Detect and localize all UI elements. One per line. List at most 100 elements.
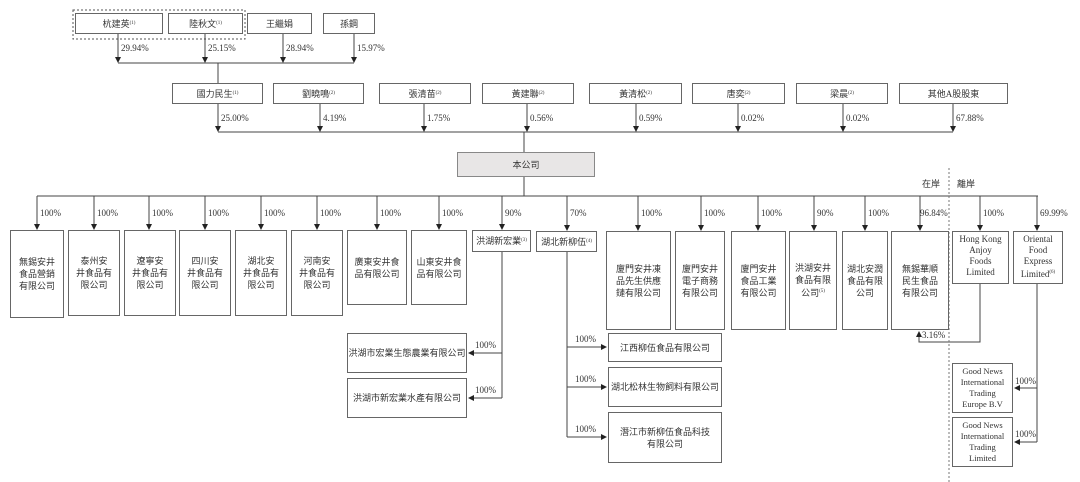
second-level-subsidiary-box: 江西柳伍食品有限公司 xyxy=(608,333,722,362)
company-name: 本公司 xyxy=(512,159,540,170)
shareholder-box: 孫鋼 xyxy=(323,13,375,34)
ownership-pct: 100% xyxy=(575,374,596,384)
subsidiary-box: 廈門安井 食品工業 有限公司 xyxy=(731,231,786,330)
footnote-marker: (2) xyxy=(329,90,335,96)
second-level-subsidiary-box: 洪湖市宏業生態農業有限公司 xyxy=(347,333,467,373)
subsidiary-name: 廈門安井 電子商務 有限公司 xyxy=(681,263,718,298)
subsidiary-box: 遼寧安 井食品有 限公司 xyxy=(124,230,176,316)
subsidiary-name: 湖北松林生物飼料有限公司 xyxy=(610,382,719,392)
subsidiary-box: 洪湖新宏業(3) xyxy=(472,230,531,252)
ownership-pct: 28.94% xyxy=(286,43,314,53)
ownership-pct: 100% xyxy=(380,208,401,218)
ownership-pct: 100% xyxy=(208,208,229,218)
footnote-marker: (1) xyxy=(216,20,222,26)
second-level-subsidiary-box: Good News International Trading Europe B… xyxy=(952,363,1013,413)
subsidiary-name: 湖北安 井食品有 限公司 xyxy=(242,256,279,290)
subsidiary-name: 泰州安 井食品有 限公司 xyxy=(75,256,112,290)
ownership-pct: 67.88% xyxy=(956,113,984,123)
subsidiary-box: 四川安 井食品有 限公司 xyxy=(179,230,231,316)
subsidiary-name: Hong Kong Anjoy Foods Limited xyxy=(959,234,1002,277)
footnote-marker: (4) xyxy=(586,238,592,244)
ownership-pct: 25.15% xyxy=(208,43,236,53)
shareholder-box: 國力民生(1) xyxy=(172,83,263,104)
subsidiary-name: Good News International Trading Limited xyxy=(960,420,1005,463)
ownership-pct: 15.97% xyxy=(357,43,385,53)
ownership-pct: 100% xyxy=(704,208,725,218)
subsidiary-box: 無錫華順 民生食品 有限公司 xyxy=(891,231,949,330)
footnote-marker: (2) xyxy=(744,90,751,96)
subsidiary-box: 湖北安 井食品有 限公司 xyxy=(235,230,287,316)
subsidiary-box: 湖北安潤 食品有限 公司 xyxy=(842,231,888,330)
ownership-pct: 100% xyxy=(983,208,1004,218)
ownership-pct: 100% xyxy=(641,208,662,218)
ownership-pct: 100% xyxy=(475,385,496,395)
ownership-pct: 100% xyxy=(442,208,463,218)
subsidiary-name: 洪湖新宏業 xyxy=(476,236,522,246)
second-level-subsidiary-box: Good News International Trading Limited xyxy=(952,417,1013,467)
shareholder-box: 唐奕(2) xyxy=(692,83,785,104)
second-level-subsidiary-box: 潛江市新柳伍食品科技 有限公司 xyxy=(608,412,722,463)
footnote-marker: (2) xyxy=(435,90,442,96)
ownership-pct: 90% xyxy=(817,208,834,218)
ownership-pct: 100% xyxy=(575,334,596,344)
footnote-marker: (1) xyxy=(232,90,239,96)
subsidiary-name: 無錫安井 食品營銷 有限公司 xyxy=(18,257,55,291)
ownership-pct: 100% xyxy=(761,208,782,218)
subsidiary-name: 湖北安潤 食品有限 公司 xyxy=(846,263,883,298)
ownership-pct: 100% xyxy=(320,208,341,218)
subsidiary-box: 廈門安井 電子商務 有限公司 xyxy=(675,231,725,330)
ownership-pct: 100% xyxy=(152,208,173,218)
subsidiary-box: 廈門安井凍 品先生供應 鏈有限公司 xyxy=(606,231,671,330)
footnote-marker: (2) xyxy=(848,90,854,96)
offshore-label: 離岸 xyxy=(957,179,976,189)
shareholder-box: 黃清松(2) xyxy=(589,83,682,104)
shareholder-name: 張清苗 xyxy=(408,88,436,99)
subsidiary-name: 潛江市新柳伍食品科技 有限公司 xyxy=(619,426,710,449)
subsidiary-name: 洪湖市新宏業水產有限公司 xyxy=(352,393,461,403)
ownership-pct: 100% xyxy=(1015,429,1036,439)
subsidiary-name: 廣東安井食 品有限公司 xyxy=(354,256,400,279)
footnote-marker: (6) xyxy=(1049,270,1056,275)
ownership-pct: 1.75% xyxy=(427,113,451,123)
footnote-marker: (3) xyxy=(521,238,527,243)
second-level-subsidiary-box: 洪湖市新宏業水產有限公司 xyxy=(347,378,467,418)
shareholder-name: 陸秋文 xyxy=(189,18,217,29)
ownership-pct: 0.02% xyxy=(846,113,870,123)
ownership-pct: 96.84% xyxy=(920,208,948,218)
footnote-marker: (5) xyxy=(819,289,825,294)
subsidiary-name: 河南安 井食品有 限公司 xyxy=(298,256,335,290)
shareholder-box: 張清苗(2) xyxy=(379,83,471,104)
shareholder-name: 劉曉鳴 xyxy=(302,88,330,99)
shareholder-box: 其他A股股東 xyxy=(899,83,1008,104)
subsidiary-name: 洪湖安井 食品有限 公司 xyxy=(794,263,831,298)
ownership-pct: 69.99% xyxy=(1040,208,1068,218)
ownership-pct: 100% xyxy=(1015,376,1036,386)
ownership-pct: 0.56% xyxy=(530,113,554,123)
shareholder-name: 其他A股股東 xyxy=(927,88,980,99)
shareholder-name: 唐奕 xyxy=(726,88,745,99)
shareholder-name: 王繼娟 xyxy=(265,18,293,29)
subsidiary-name: 江西柳伍食品有限公司 xyxy=(619,342,710,353)
subsidiary-box: 洪湖安井 食品有限 公司(5) xyxy=(789,231,837,330)
subsidiary-box: Oriental Food Express Limited(6) xyxy=(1013,231,1063,284)
second-level-subsidiary-box: 湖北松林生物飼料有限公司 xyxy=(608,367,722,407)
ownership-pct: 3.16% xyxy=(922,330,946,340)
subsidiary-box: 廣東安井食 品有限公司 xyxy=(347,230,407,305)
ownership-pct: 100% xyxy=(575,424,596,434)
subsidiary-name: 無錫華順 民生食品 有限公司 xyxy=(901,263,938,298)
ownership-pct: 100% xyxy=(475,340,496,350)
ownership-pct: 100% xyxy=(264,208,285,218)
footnote-marker: (2) xyxy=(538,90,545,96)
ownership-pct: 4.19% xyxy=(323,113,347,123)
shareholder-name: 黃建聯 xyxy=(511,88,539,99)
footnote-marker: (1) xyxy=(129,20,136,26)
subsidiary-box: Hong Kong Anjoy Foods Limited xyxy=(952,231,1009,284)
company-box: 本公司 xyxy=(457,152,595,177)
subsidiary-box: 泰州安 井食品有 限公司 xyxy=(68,230,120,316)
ownership-pct: 100% xyxy=(40,208,61,218)
subsidiary-box: 無錫安井 食品營銷 有限公司 xyxy=(10,230,64,318)
ownership-pct: 0.02% xyxy=(741,113,765,123)
subsidiary-box: 湖北新柳伍(4) xyxy=(536,231,597,252)
shareholder-name: 國力民生 xyxy=(196,88,233,99)
